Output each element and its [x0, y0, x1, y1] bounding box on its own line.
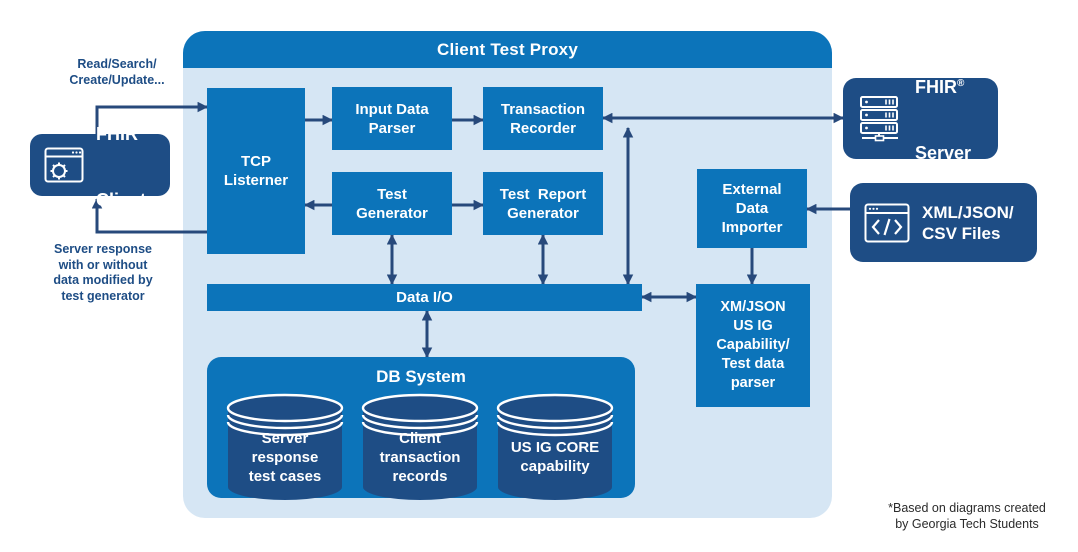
database-cylinder-icon — [496, 393, 614, 500]
server-rack-icon — [860, 95, 898, 141]
test-report-generator-label: Test Report Generator — [499, 185, 587, 222]
xmjson-parser-box: XM/JSON US IG Capability/ Test data pars… — [696, 284, 810, 407]
credit-note: *Based on diagrams created by Georgia Te… — [888, 501, 1046, 531]
test-report-generator-box: Test Report Generator — [483, 172, 603, 235]
browser-gear-icon — [44, 147, 84, 183]
client-test-proxy-title: Client Test Proxy — [436, 39, 578, 59]
data-io-bar: Data I/O — [207, 284, 642, 311]
db-cylinder-usig-core: US IG CORE capability — [495, 391, 615, 503]
xml-json-csv-files-label: XML/JSON/ CSV Files — [922, 202, 1014, 243]
input-data-parser-box: Input Data Parser — [332, 87, 452, 150]
test-generator-label: Test Generator — [356, 185, 428, 222]
fhir-client-title: FHIR — [96, 123, 138, 144]
fhir-server-box: FHIR® Server — [843, 77, 998, 163]
data-io-label: Data I/O — [396, 289, 453, 306]
transaction-recorder-box: Transaction Recorder — [483, 87, 603, 150]
database-cylinder-icon — [361, 393, 479, 500]
db-cylinder-server-response: Server response test cases — [225, 391, 345, 503]
fhir-client-reg-mark: ® — [138, 124, 146, 136]
tcp-listener-box: TCP Listerner — [207, 88, 305, 254]
db-label-server-response: Server response test cases — [248, 430, 322, 485]
external-data-importer-box: External Data Importer — [697, 169, 807, 248]
fhir-server-subtitle: Server — [915, 143, 972, 163]
test-generator-box: Test Generator — [332, 172, 452, 235]
browser-code-icon — [864, 203, 910, 242]
xml-json-csv-files-box: XML/JSON/ CSV Files — [850, 183, 1037, 262]
arrow-tcp-to-client — [91, 197, 207, 234]
xmjson-parser-label: XM/JSON US IG Capability/ Test data pars… — [716, 299, 790, 391]
fhir-server-label: FHIR® Server — [915, 29, 971, 208]
input-data-parser-label: Input Data Parser — [355, 100, 429, 137]
db-system-title: DB System — [376, 367, 466, 386]
arrow-client-to-tcp — [95, 101, 209, 135]
fhir-server-reg-mark: ® — [957, 78, 965, 89]
tcp-listener-label: TCP Listerner — [223, 153, 289, 189]
transaction-recorder-label: Transaction Recorder — [500, 100, 586, 137]
fhir-client-subtitle: Client — [96, 189, 147, 210]
db-cylinder-client-transactions: Client transaction records — [360, 391, 480, 503]
fhir-server-title: FHIR — [915, 77, 957, 97]
database-cylinder-icon — [226, 393, 344, 500]
external-data-importer-label: External Data Importer — [721, 181, 783, 236]
db-label-usig-core: US IG CORE capability — [510, 439, 600, 475]
fhir-client-label: FHIR® Client — [96, 76, 146, 255]
client-test-proxy-header: Client Test Proxy — [183, 31, 832, 68]
fhir-client-box: FHIR® Client — [30, 124, 170, 210]
response-flow-label: Server response with or without data mod… — [53, 242, 153, 303]
request-flow-label: Read/Search/ Create/Update... — [69, 57, 165, 87]
db-label-client-transactions: Client transaction records — [379, 430, 461, 485]
